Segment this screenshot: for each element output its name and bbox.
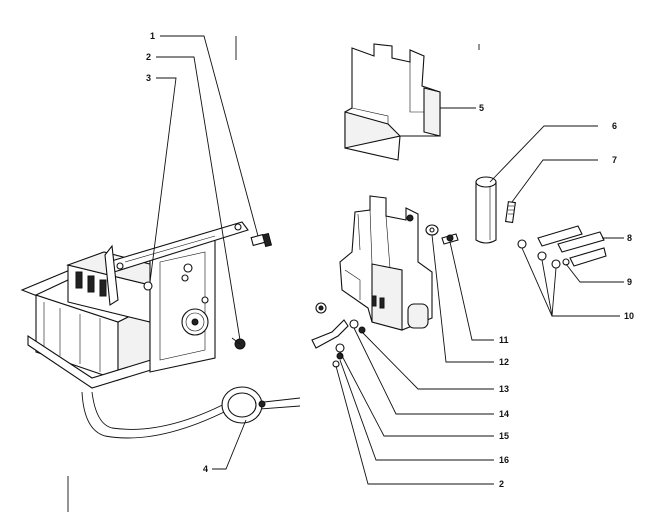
- part-pins-8: [537, 225, 607, 267]
- callout-14: 14: [499, 409, 509, 419]
- callout-8: 8: [627, 233, 632, 243]
- part-screw-11: [441, 233, 459, 245]
- callout-10: 10: [624, 311, 634, 321]
- leader-lines: [149, 35, 624, 485]
- callout-9: 9: [627, 277, 632, 287]
- callout-6: 6: [612, 121, 617, 131]
- callout-7: 7: [612, 155, 617, 165]
- callout-12: 12: [499, 357, 509, 367]
- callout-15: 15: [499, 431, 509, 441]
- callout-labels: 1 2 3 4 5 6 7 8 9 10 11 12 13 14 15 16 2: [146, 31, 634, 489]
- callout-13: 13: [499, 384, 509, 394]
- terminal: [99, 279, 107, 297]
- part-spring-7: [505, 201, 516, 224]
- callout-4: 4: [203, 464, 208, 474]
- part-cover-5: [344, 43, 441, 161]
- part-washers-9-10: [517, 239, 570, 269]
- part-screw-2: [231, 337, 246, 350]
- part-clamp-4: [221, 386, 266, 424]
- callout-3: 3: [146, 73, 151, 83]
- callout-2-lower: 2: [499, 479, 504, 489]
- motor-assembly: [20, 221, 301, 439]
- part-washer-12: [425, 224, 439, 236]
- screw: [143, 281, 153, 291]
- callout-2-upper: 2: [146, 52, 151, 62]
- contact-strip: [311, 319, 349, 349]
- part-screw-1: [250, 232, 273, 248]
- cable: [81, 391, 237, 439]
- terminal: [75, 271, 83, 289]
- gear-hub: [191, 318, 199, 326]
- main-bracket: [339, 195, 433, 331]
- callout-16: 16: [499, 455, 509, 465]
- callout-1: 1: [150, 31, 155, 41]
- terminal: [87, 275, 95, 293]
- part-cylinder-6: [475, 176, 497, 244]
- callout-11: 11: [499, 335, 509, 345]
- callout-5: 5: [479, 103, 484, 113]
